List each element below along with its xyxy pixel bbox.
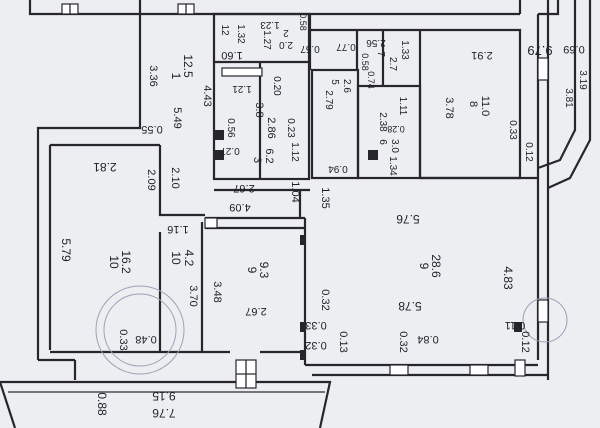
label-0-32-c: 0.32 [397,331,409,352]
label-0-32-b: 0.32 [305,339,326,351]
wall-piers [214,130,522,360]
label-4-83: 4.83 [501,266,515,290]
label-room-9-a: 9 [417,263,431,270]
label-0-33-b: 0.33 [117,329,129,350]
label-5-78: 5.78 [398,299,422,313]
label-12-5: 12.5 [181,54,195,78]
label-6-2: 6.2 [263,148,275,163]
label-0-69: 0.69 [563,43,584,55]
label-0-32-a: 0.32 [319,289,331,310]
label-5-79: 5.79 [59,238,73,262]
label-0-56: 0.56 [225,118,236,138]
label-1-33: 1.33 [399,40,410,60]
label-11-0: 11.0 [479,96,491,117]
label-room-9-b: 9 [245,267,259,274]
label-1-12: 1.12 [289,142,300,162]
label-0-84: 0.84 [417,333,438,345]
label-0-20: 0.20 [271,76,282,96]
label-0-33-a: 0.33 [305,319,326,331]
label-1-60: 1.60 [221,49,242,61]
label-room-5: 5 [329,79,340,85]
label-2-10: 2.10 [169,167,181,188]
label-0-55: 0.55 [141,123,162,135]
label-room-1: 1 [169,73,183,80]
label-0-12-a: 0.12 [519,331,531,352]
label-9-15: 9.15 [152,389,176,403]
label-2-67-b: 2.67 [245,305,266,317]
label-3-8: 3.8 [253,102,265,117]
label-3-19: 3.19 [577,70,588,90]
label-room-7: 7 [375,51,386,57]
label-2-0: 2.0 [279,39,293,50]
label-0-33-c: 0.33 [507,120,518,140]
label-7-76: 7.76 [152,406,176,420]
label-12: 12 [219,24,230,36]
dimension-labels: 9.79 2.81 5.79 10 16.2 10 4.2 1.16 2.09 … [59,13,588,420]
label-9-79: 9.79 [527,43,552,58]
label-0-74: 0.74 [366,71,376,89]
label-2-7: 2.7 [387,57,398,71]
label-2-38: 2.38 [377,112,388,132]
label-3-70: 3.70 [187,285,199,306]
label-1-34: 1.34 [387,156,398,176]
label-room-3: 3 [251,157,263,163]
label-0-28: 0.28 [387,124,405,134]
label-0-27: 0.27 [220,145,240,156]
label-5-49: 5.49 [171,107,183,128]
label-4-2: 4.2 [182,250,196,267]
label-3-78: 3.78 [443,97,455,118]
label-1-23: 1.23 [260,19,280,30]
label-0-88: 0.88 [95,392,109,416]
label-3-36: 3.36 [147,65,159,86]
label-9-3: 9.3 [257,262,271,279]
label-2-09: 2.09 [145,169,157,190]
label-0-23: 0.23 [285,118,296,138]
windows [61,3,549,389]
label-0-94: 0.94 [328,163,348,174]
label-room-8: 8 [467,101,479,107]
label-3-81: 3.81 [563,88,574,108]
label-5-76: 5.76 [396,212,420,226]
label-room-2: 2 [283,27,289,38]
official-stamp [95,285,568,375]
label-4-43: 4.43 [201,85,213,106]
label-0-58-b: 0.58 [360,53,370,71]
label-1-16: 1.16 [167,223,188,235]
label-1-35: 1.35 [319,187,331,208]
label-2-86: 2.86 [265,117,277,138]
label-2-56: 2.56 [366,37,386,48]
label-1-04: 1.04 [289,181,301,202]
label-room-10-a: 10 [107,255,121,269]
label-2-79: 2.79 [323,90,334,110]
label-0-13: 0.13 [337,331,349,352]
label-16-2: 16.2 [119,250,133,274]
label-room-6: 6 [377,139,388,145]
label-3-48: 3.48 [211,281,223,302]
label-2-67-a: 2.67 [233,182,254,194]
label-1-27: 1.27 [261,30,272,50]
label-3-0: 3.0 [389,139,400,153]
label-1-11: 1.11 [397,97,408,116]
label-0-12-b: 0.12 [523,142,534,162]
label-1-21: 1.21 [232,83,252,94]
label-2-81: 2.81 [93,160,117,174]
label-1-32: 1.32 [235,24,246,44]
label-4-09: 4.09 [229,201,250,213]
label-room-10-b: 10 [169,251,183,265]
label-2-6: 2.6 [341,79,352,93]
label-0-57: 0.57 [300,43,320,54]
label-28-6: 28.6 [429,254,443,278]
label-0-11: 0.11 [505,319,526,331]
label-0-58-a: 0.58 [298,13,308,31]
label-2-91: 2.91 [471,49,492,61]
label-0-77: 0.77 [336,41,356,52]
label-0-48: 0.48 [135,333,156,345]
